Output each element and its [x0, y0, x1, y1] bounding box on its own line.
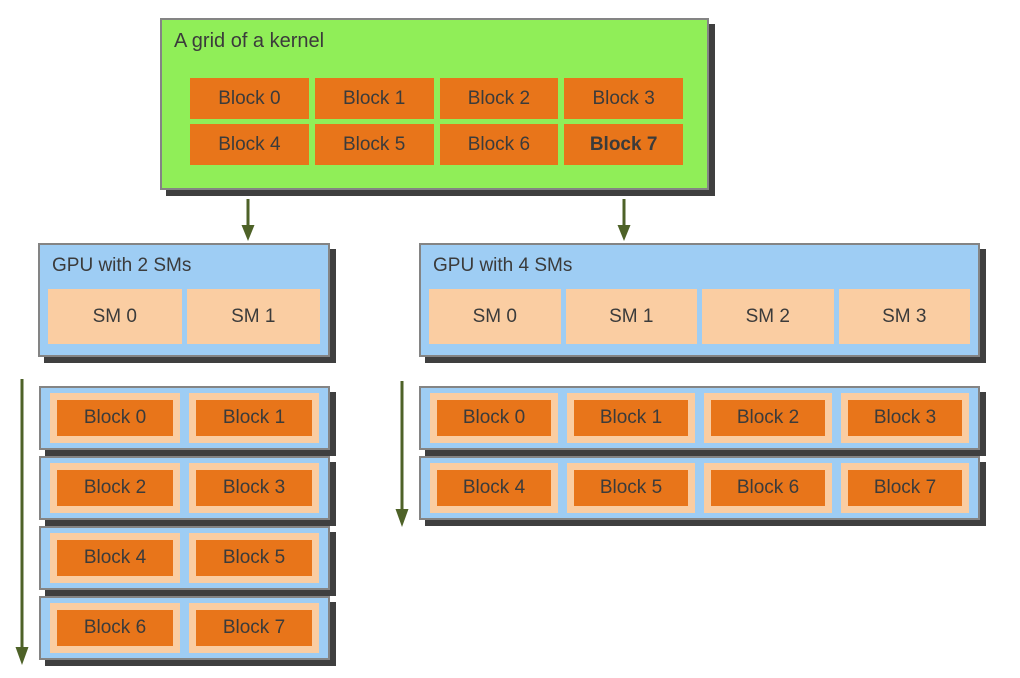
kernel-block-1: Block 1 [314, 78, 434, 119]
gpu4-queue-row-1: Block 4 Block 5 Block 6 Block 7 [419, 456, 980, 520]
scheduled-block: Block 0 [437, 400, 551, 436]
gpu-4sm-panel: GPU with 4 SMs SM 0 SM 1 SM 2 SM 3 [419, 243, 980, 357]
gpu2-queue-cell: Block 1 [189, 393, 319, 443]
gpu2-queue-row-0: Block 0 Block 1 [39, 386, 330, 450]
kernel-grid: Block 0 Block 1 Block 2 Block 3 Block 4 … [190, 78, 683, 165]
gpu4-execution-order-arrow-icon [395, 381, 409, 527]
scheduled-block: Block 4 [437, 470, 551, 506]
scheduled-block: Block 7 [848, 470, 962, 506]
gpu4-queue-cell: Block 0 [430, 393, 558, 443]
kernel-block-4: Block 4 [190, 124, 309, 165]
gpu4-queue-cell: Block 1 [567, 393, 695, 443]
gpu2-queue-cell: Block 2 [50, 463, 180, 513]
gpu2-queue-cell: Block 3 [189, 463, 319, 513]
gpu-4sm-sm0: SM 0 [429, 289, 561, 344]
gpu2-queue-row-2: Block 4 Block 5 [39, 526, 330, 590]
scheduled-block: Block 5 [196, 540, 312, 576]
kernel-block-2: Block 2 [439, 78, 559, 119]
gpu4-queue-row-0: Block 0 Block 1 Block 2 Block 3 [419, 386, 980, 450]
gpu4-queue-cell: Block 6 [704, 463, 832, 513]
gpu4-queue-cell: Block 2 [704, 393, 832, 443]
gpu2-queue-row-1: Block 2 Block 3 [39, 456, 330, 520]
kernel-block-5: Block 5 [314, 124, 434, 165]
gpu4-queue-cell: Block 3 [841, 393, 969, 443]
gpu2-queue-row-3: Block 6 Block 7 [39, 596, 330, 660]
grid-to-gpu4-down-arrow-icon [617, 199, 631, 241]
scheduled-block: Block 1 [574, 400, 688, 436]
gpu-2sm-sm1: SM 1 [186, 289, 320, 344]
gpu4-queue-cell: Block 7 [841, 463, 969, 513]
kernel-block-7: Block 7 [564, 124, 683, 165]
gpu-4sm-sm1: SM 1 [565, 289, 697, 344]
kernel-block-6: Block 6 [439, 124, 559, 165]
scheduled-block: Block 3 [196, 470, 312, 506]
gpu2-queue-cell: Block 0 [50, 393, 180, 443]
scheduled-block: Block 0 [57, 400, 173, 436]
kernel-grid-panel: A grid of a kernel Block 0 Block 1 Block… [160, 18, 709, 190]
scheduled-block: Block 5 [574, 470, 688, 506]
gpu-4sm-sm-row: SM 0 SM 1 SM 2 SM 3 [429, 289, 970, 344]
gpu2-execution-order-arrow-icon [15, 379, 29, 665]
gpu4-queue-cell: Block 5 [567, 463, 695, 513]
scheduled-block: Block 1 [196, 400, 312, 436]
gpu-2sm-sm0: SM 0 [48, 289, 182, 344]
gpu-4sm-title: GPU with 4 SMs [433, 255, 573, 276]
gpu-2sm-sm-row: SM 0 SM 1 [48, 289, 320, 344]
scheduled-block: Block 3 [848, 400, 962, 436]
scheduled-block: Block 2 [711, 400, 825, 436]
grid-to-gpu2-down-arrow-icon [241, 199, 255, 241]
gpu4-queue-cell: Block 4 [430, 463, 558, 513]
gpu-4sm-sm3: SM 3 [838, 289, 970, 344]
gpu-2sm-panel: GPU with 2 SMs SM 0 SM 1 [38, 243, 330, 357]
scheduled-block: Block 7 [196, 610, 312, 646]
scheduled-block: Block 2 [57, 470, 173, 506]
kernel-grid-title: A grid of a kernel [174, 30, 325, 52]
gpu2-queue-cell: Block 4 [50, 533, 180, 583]
gpu2-queue-cell: Block 7 [189, 603, 319, 653]
scheduled-block: Block 4 [57, 540, 173, 576]
scheduled-block: Block 6 [57, 610, 173, 646]
gpu-4sm-sm2: SM 2 [702, 289, 834, 344]
scheduled-block: Block 6 [711, 470, 825, 506]
gpu-2sm-title: GPU with 2 SMs [52, 255, 192, 276]
kernel-block-0: Block 0 [190, 78, 309, 119]
gpu2-queue-cell: Block 5 [189, 533, 319, 583]
gpu2-queue-cell: Block 6 [50, 603, 180, 653]
kernel-block-3: Block 3 [564, 78, 683, 119]
